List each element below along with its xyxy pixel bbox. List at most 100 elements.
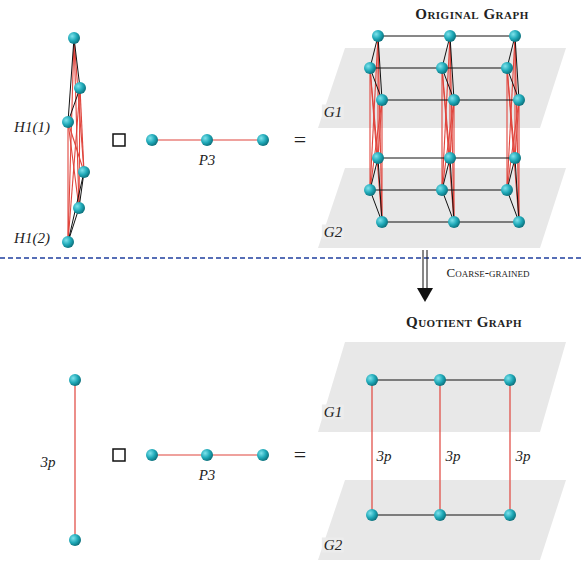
graph-edge [68, 122, 84, 172]
graph-vertex [448, 216, 460, 228]
graph-vertex [74, 82, 86, 94]
graph-edge [450, 36, 454, 100]
graph-vertex [504, 509, 516, 521]
graph-vertex [73, 202, 85, 214]
graph-vertex [68, 32, 80, 44]
graph-vertex [444, 152, 456, 164]
edge-weight: 3p [444, 449, 463, 464]
factor-label: P3 [199, 468, 216, 483]
graph-vertex [146, 449, 158, 461]
graph-edge [382, 100, 454, 101]
graph-vertex [201, 134, 213, 146]
graph-edge [378, 36, 450, 37]
edge-weight: 3p [41, 455, 56, 470]
edge-weight: 3p [514, 449, 533, 464]
equals-sign: = [294, 129, 306, 151]
graph-edge [67, 122, 68, 242]
subgraph-label: H1(2) [12, 231, 52, 246]
graph-edge [439, 380, 440, 515]
graph-edge [378, 158, 382, 222]
graph-title: Quotient Graph [404, 315, 524, 330]
graph-vertex [257, 449, 269, 461]
graph-vertex [501, 62, 513, 74]
graph-edge [507, 68, 519, 222]
graph-vertex [434, 509, 446, 521]
equals-sign: = [294, 444, 306, 466]
graph-vertex [436, 184, 448, 196]
graph-vertex [366, 374, 378, 386]
graph-edge [442, 100, 454, 190]
graph-edge [507, 100, 519, 190]
graph-vertex [372, 30, 384, 42]
graph-vertex [257, 134, 269, 146]
arrow-head [417, 288, 433, 302]
graph-vertex [62, 116, 74, 128]
graph-edge [515, 158, 519, 222]
graph-vertex [509, 30, 521, 42]
graph-edge [450, 36, 515, 37]
graph-edge [68, 122, 79, 208]
graph-vertex [376, 216, 388, 228]
graph-vertex [364, 184, 376, 196]
graph-vertex [62, 236, 74, 248]
graph-vertex [372, 152, 384, 164]
graph-edge [450, 158, 515, 159]
graph-edge [371, 380, 372, 515]
graph-edge [74, 380, 75, 540]
graph-vertex [69, 534, 81, 546]
graph-edge [454, 100, 519, 101]
graph-edge [509, 380, 510, 515]
layer-label: G2 [322, 225, 344, 240]
process-label: Coarse-grained [444, 266, 531, 279]
graph-vertex [513, 216, 525, 228]
graph-vertex [69, 374, 81, 386]
graph-edge [378, 36, 382, 100]
layer-label: G1 [322, 105, 344, 120]
graph-edge [442, 68, 454, 222]
graph-edge [441, 68, 442, 190]
graph-edge [68, 38, 74, 242]
graph-vertex [504, 374, 516, 386]
graph-vertex [78, 166, 90, 178]
graph-edge [450, 158, 454, 222]
graph-edge [382, 222, 454, 223]
graph-vertex [434, 374, 446, 386]
graph-vertex [376, 94, 388, 106]
graph-vertex [436, 62, 448, 74]
graph-edge [515, 36, 519, 100]
graph-vertex [366, 509, 378, 521]
graph-vertex [448, 94, 460, 106]
arrow-shaft [423, 250, 424, 292]
graph-edge [370, 68, 442, 69]
edge-weight: 3p [375, 449, 394, 464]
product-symbol [113, 134, 125, 146]
graph-edge [68, 38, 74, 122]
graph-vertex [146, 134, 158, 146]
layer-label: G1 [322, 405, 344, 420]
subgraph-label: H1(1) [12, 120, 52, 135]
graph-edge [369, 68, 370, 190]
graph-vertex [444, 30, 456, 42]
arrow-shaft [427, 250, 428, 292]
graph-edge [370, 190, 442, 191]
graph-edge [68, 172, 84, 242]
graph-vertex [201, 449, 213, 461]
graph-vertex [509, 152, 521, 164]
separator-line [0, 257, 581, 258]
plane [318, 480, 566, 560]
graph-edge [80, 88, 84, 172]
graph-edge [378, 158, 450, 159]
layer-label: G2 [322, 538, 344, 553]
graph-vertex [364, 62, 376, 74]
graph-edge [74, 38, 79, 208]
graph-edge [68, 88, 80, 242]
graph-edge [506, 68, 507, 190]
graph-edge [370, 100, 382, 190]
graph-edge [74, 38, 80, 88]
graph-vertex [501, 184, 513, 196]
graph-title: Original Graph [413, 7, 531, 22]
product-symbol [113, 449, 125, 461]
graph-edge [370, 68, 382, 222]
